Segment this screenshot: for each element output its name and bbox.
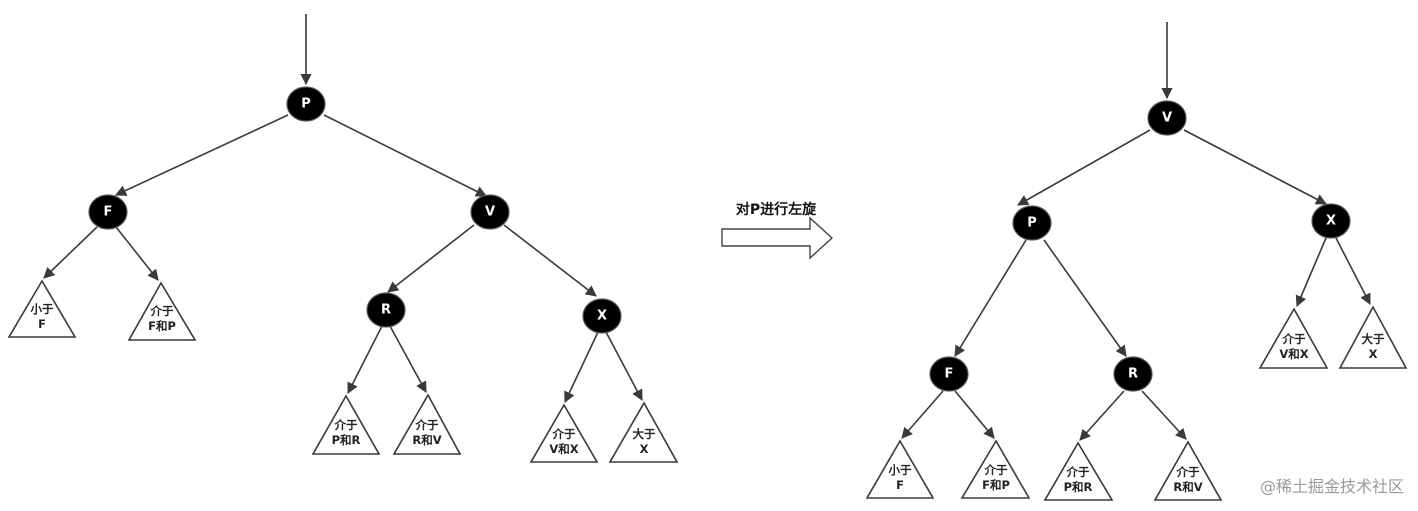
subtree-label-line1: 介于	[415, 418, 439, 432]
before-edge-x-s6	[605, 331, 643, 401]
before-edge-p-f	[114, 114, 289, 196]
svg-text:P: P	[301, 97, 311, 112]
after-edge-r-s4	[1141, 390, 1187, 440]
after-subtree-less-f: 小于 F	[865, 439, 935, 499]
after-edge-x-s6	[1335, 237, 1371, 305]
subtree-label-line2: F和P	[148, 319, 176, 333]
subtree-label-line1: 大于	[633, 427, 656, 441]
svg-text:F: F	[104, 205, 113, 220]
svg-text:X: X	[1326, 214, 1336, 229]
before-edge-x-s5	[564, 331, 599, 404]
subtree-label-line2: X	[1369, 347, 1378, 361]
before-node-r: R	[366, 292, 406, 328]
before-node-x: X	[582, 298, 622, 334]
after-subtree-between-f-p: 介于 F和P	[960, 439, 1031, 499]
subtree-label-line2: V和X	[549, 442, 578, 456]
before-edge-p-v	[323, 114, 488, 197]
after-edge-v-p	[1017, 129, 1151, 206]
subtree-label-line1: 介于	[334, 418, 358, 432]
after-edge-r-s3	[1079, 390, 1125, 441]
before-edge-v-r	[387, 224, 475, 293]
subtree-label-line1: 介于	[1282, 332, 1306, 346]
before-edge-r-s4	[389, 325, 427, 393]
subtree-label-line1: 小于	[30, 302, 54, 316]
after-tree: 介于 V和X 大于 X 小于 F 介于 F和P 介于 P和R 介于 R和V	[865, 22, 1408, 501]
subtree-label-line2: R和V	[1173, 480, 1202, 494]
svg-text:V: V	[485, 205, 495, 220]
after-edge-v-x	[1183, 129, 1327, 205]
before-subtree-greater-x: 大于 X	[608, 401, 679, 463]
before-edge-r-s3	[347, 325, 383, 394]
after-node-f: F	[929, 356, 969, 392]
operation-label: 对P进行左旋	[736, 201, 817, 218]
subtree-label-line2: X	[640, 442, 649, 456]
after-edge-x-s5	[1295, 237, 1327, 308]
subtree-label-line1: 介于	[150, 304, 174, 318]
after-node-v: V	[1147, 100, 1187, 136]
after-subtree-between-p-r: 介于 P和R	[1043, 441, 1114, 501]
subtree-label-line2: P和R	[1064, 480, 1093, 494]
before-subtree-between-r-v: 介于 R和V	[392, 393, 462, 455]
after-node-x: X	[1311, 203, 1351, 239]
after-edge-p-f	[954, 239, 1027, 357]
right-arrow-icon	[721, 216, 834, 260]
before-edge-v-x	[503, 224, 597, 297]
after-edge-p-r	[1043, 239, 1127, 357]
subtree-label-line1: 小于	[888, 463, 912, 477]
rotation-operation: 对P进行左旋	[721, 201, 834, 260]
subtree-label-line1: 介于	[552, 427, 576, 441]
before-subtree-between-p-r: 介于 P和R	[311, 394, 381, 455]
svg-text:P: P	[1027, 216, 1037, 231]
after-edge-f-s1	[901, 390, 944, 439]
before-node-v: V	[470, 194, 510, 230]
subtree-label-line1: 介于	[984, 463, 1008, 477]
before-node-f: F	[88, 194, 128, 230]
watermark: @稀土掘金技术社区	[1259, 477, 1404, 496]
subtree-label-line2: R和V	[412, 433, 441, 447]
before-subtree-less-f: 小于 F	[7, 279, 77, 338]
after-subtree-between-r-v: 介于 R和V	[1153, 440, 1223, 501]
subtree-label-line2: V和X	[1279, 347, 1308, 361]
svg-text:X: X	[597, 309, 607, 324]
subtree-label-line1: 介于	[1066, 465, 1090, 479]
svg-text:F: F	[945, 367, 954, 382]
svg-text:R: R	[1128, 367, 1138, 382]
before-tree: 小于 F 介于 F和P 介于 P和R 介于 R和V 介于 V和X 大于 X	[7, 14, 679, 463]
after-edge-f-s2	[954, 390, 995, 439]
before-node-p: P	[286, 86, 326, 122]
subtree-label-line1: 大于	[1362, 332, 1385, 346]
subtree-label-line2: F和P	[982, 478, 1010, 492]
svg-text:V: V	[1162, 111, 1172, 126]
before-subtree-between-f-p: 介于 F和P	[127, 281, 197, 341]
before-subtree-between-v-x: 介于 V和X	[529, 403, 599, 463]
after-node-p: P	[1012, 205, 1052, 241]
subtree-label-line2: F	[38, 317, 46, 331]
before-edge-f-s2	[115, 226, 159, 281]
before-edge-f-s1	[43, 226, 98, 279]
subtree-label-line2: P和R	[332, 433, 361, 447]
subtree-label-line1: 介于	[1176, 465, 1200, 479]
after-node-r: R	[1113, 356, 1153, 392]
subtree-label-line2: F	[896, 478, 904, 492]
svg-text:R: R	[381, 303, 391, 318]
after-subtree-greater-x: 大于 X	[1338, 305, 1408, 369]
after-subtree-between-v-x: 介于 V和X	[1258, 307, 1329, 369]
